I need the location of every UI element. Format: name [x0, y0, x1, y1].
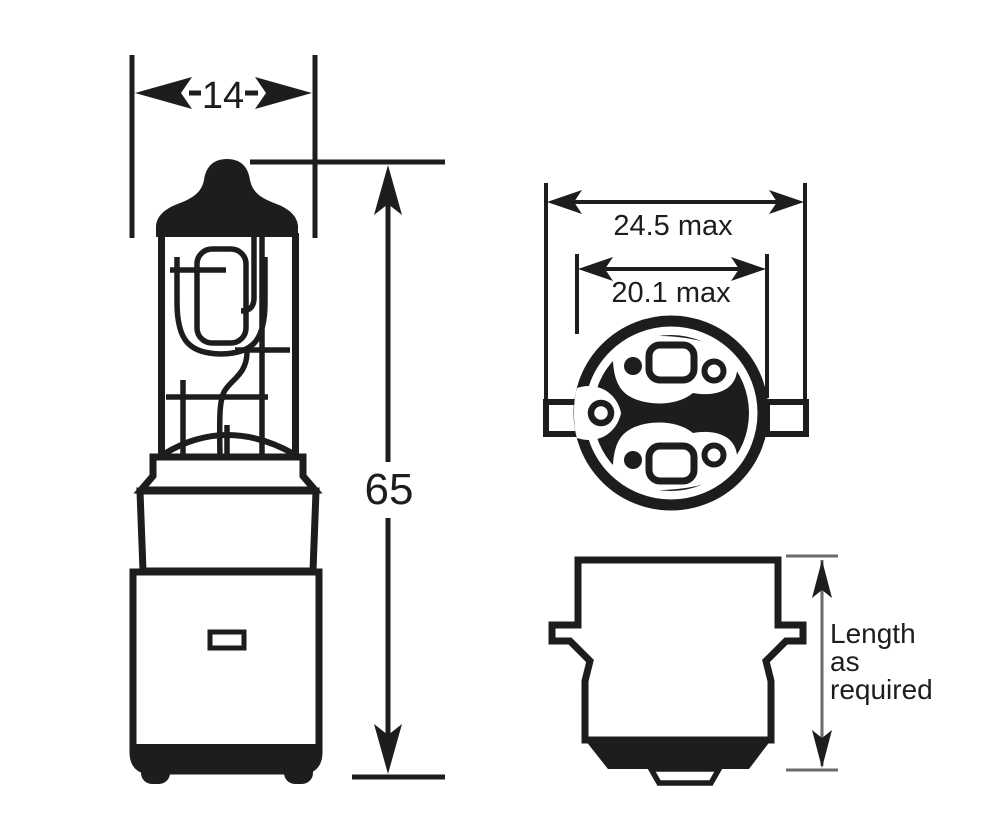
base-upper-shell	[136, 487, 320, 575]
base-lower-shell	[129, 568, 323, 775]
arrowhead-right	[255, 77, 312, 109]
contact-window	[645, 341, 698, 384]
contact-foot-right	[284, 760, 313, 784]
extension-lines-outer	[544, 183, 807, 400]
lead-wire-hook	[240, 234, 257, 314]
arrowhead-down	[812, 730, 832, 768]
front-view-height-dimension: 65	[250, 159, 445, 780]
arrowhead-down	[374, 724, 402, 774]
eyelet	[701, 358, 727, 384]
outer-diameter-label: 24.5 max	[613, 210, 733, 242]
eyelet	[701, 442, 727, 468]
end-view-inner-dimension: 20.1 max	[575, 254, 769, 398]
contact-window	[645, 442, 698, 485]
arrowhead-up	[374, 165, 402, 215]
cap-side-center-contact	[646, 766, 724, 786]
width-dimension-label: 14	[202, 75, 244, 117]
arrowhead-left	[578, 257, 613, 281]
arrowhead-up	[812, 560, 832, 598]
bulb-tip-cap	[156, 159, 298, 237]
arrowhead-left	[135, 77, 192, 109]
cap-side-outline	[548, 556, 807, 744]
length-label-line-2: as	[830, 646, 860, 677]
cap-side-contact-band	[585, 740, 771, 769]
extension-lines-inner	[575, 254, 769, 398]
lead-wire-curved	[216, 351, 250, 471]
arrowhead-left	[547, 190, 582, 214]
front-view-width-dimension: 14	[129, 55, 318, 238]
bulb-front	[129, 159, 323, 784]
contact-foot-left	[141, 760, 170, 784]
rivet-dot	[624, 357, 642, 375]
filament-tube	[194, 246, 249, 346]
contact-plate-top	[612, 336, 738, 404]
end-view: 24.5 max 20.1 max	[543, 183, 809, 511]
base-contact-band	[134, 744, 318, 770]
bayonet-pin-left	[543, 399, 581, 437]
base-collar	[133, 453, 323, 494]
arrowhead-right	[731, 257, 766, 281]
locating-hole	[574, 385, 621, 441]
base-slot	[207, 629, 247, 651]
hole-ring	[587, 399, 615, 427]
glass-envelope	[158, 233, 299, 455]
end-view-outer-dimension: 24.5 max	[544, 183, 807, 400]
front-view: 14 65	[129, 55, 445, 784]
rivet-dot	[624, 451, 642, 469]
length-label-line-3: required	[830, 674, 933, 705]
length-dimension: Length as required	[786, 554, 933, 772]
height-dimension-label: 65	[365, 465, 414, 514]
envelope-dome	[162, 432, 296, 457]
inner-diameter-label: 20.1 max	[611, 277, 731, 309]
contact-plate-bottom	[612, 422, 738, 490]
side-view: Length as required	[548, 554, 933, 786]
arrowhead-right	[769, 190, 804, 214]
bayonet-pin-right	[764, 399, 809, 437]
length-label-line-1: Length	[830, 618, 916, 649]
